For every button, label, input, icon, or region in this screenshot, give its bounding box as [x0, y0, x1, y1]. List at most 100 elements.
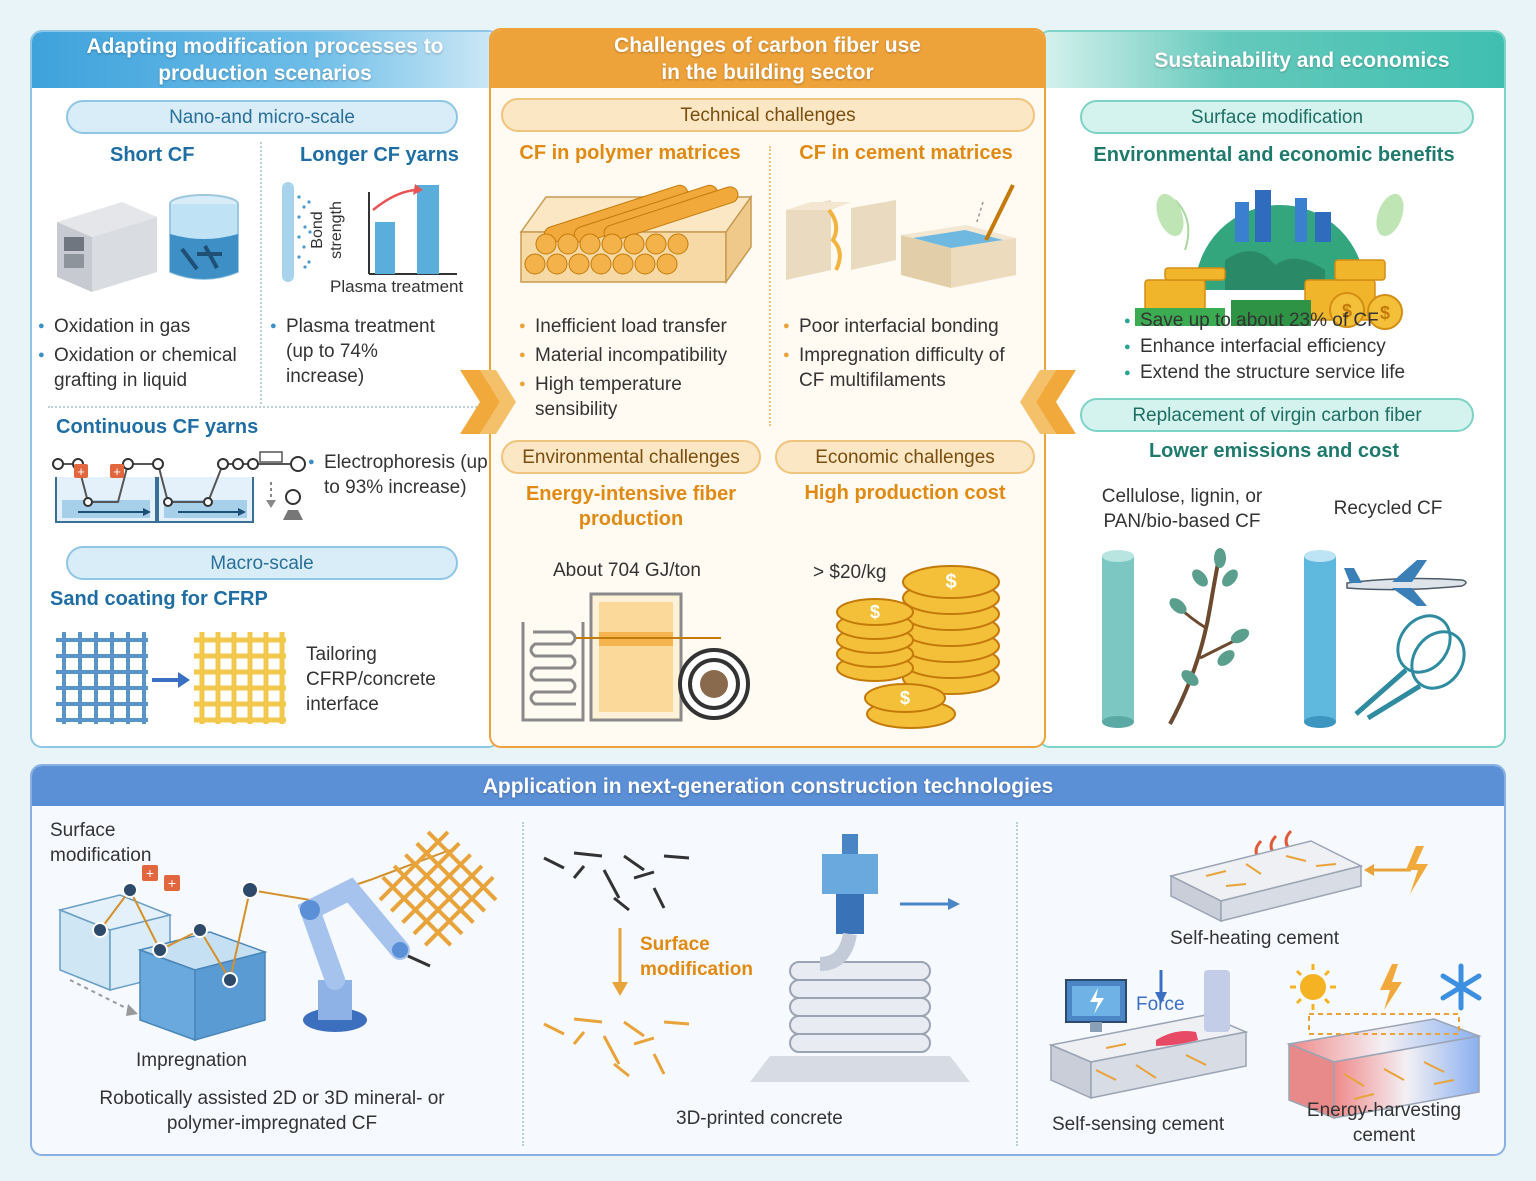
nano-micro-pill: Nano-and micro-scale — [66, 100, 458, 134]
replacement-virgin-cf-pill: Replacement of virgin carbon fiber — [1080, 398, 1474, 432]
furnace-illustration — [521, 592, 750, 722]
bullet-temperature: High temperature sensibility — [519, 372, 769, 422]
surface-modification-pill: Surface modification — [1080, 100, 1474, 134]
energy-harvesting-label: Energy-harvesting cement — [1306, 1100, 1462, 1146]
bond-strength-label: Bond strength — [309, 201, 345, 259]
high-cost-label: High production cost — [804, 482, 1006, 504]
environmental-economic-benefits: Environmental and economic benefits — [1093, 144, 1455, 166]
beaker-illustration — [169, 194, 239, 280]
self-heating-label: Self-heating cement — [1170, 928, 1339, 949]
arrow-right-icon — [152, 672, 190, 688]
short-cf-bullets: Oxidation in gas Oxidation or chemical g… — [38, 314, 258, 393]
bottom-title: Application in next-generation construct… — [482, 774, 1054, 798]
impregnation-label: Impregnation — [136, 1050, 247, 1071]
snowflake-icon — [1440, 963, 1482, 1011]
bullet-interfacial-efficiency: Enhance interfacial efficiency — [1124, 334, 1484, 360]
continuous-cf-yarns-label: Continuous CF yarns — [56, 416, 259, 438]
left-panel-header: Adapting modification processes to produ… — [32, 32, 498, 88]
continuous-cf-bullets: Electrophoresis (up to 93% increase) — [308, 450, 488, 500]
airplane-icon — [1344, 560, 1467, 606]
svg-text:$: $ — [870, 602, 880, 622]
cf-cement-label: CF in cement matrices — [799, 142, 1013, 164]
bullet-save-cf: Save up to about 23% of CF — [1124, 308, 1484, 334]
woven-cf-grid-icon — [378, 830, 498, 947]
svg-text:+: + — [146, 865, 154, 881]
racket-icon — [1354, 614, 1466, 721]
3d-printed-label: 3D-printed concrete — [676, 1108, 843, 1129]
middle-title-line1: Challenges of carbon fiber use — [614, 34, 921, 57]
middle-panel: Challenges of carbon fiber use in the bu… — [489, 28, 1046, 748]
right-panel-header: Sustainability and economics — [1040, 32, 1504, 88]
self-sensing-label: Self-sensing cement — [1052, 1114, 1225, 1135]
plain-mesh-icon — [56, 632, 148, 724]
left-divider-horizontal — [48, 406, 488, 408]
robotic-label: Robotically assisted 2D or 3D mineral- o… — [99, 1088, 445, 1134]
technical-challenges-pill: Technical challenges — [501, 98, 1035, 132]
bottom-divider-1 — [522, 822, 524, 1146]
3d-printer-illustration — [750, 834, 970, 1082]
bullet-plasma-treatment: Plasma treatment (up to 74% increase) — [270, 314, 460, 389]
bottom-divider-2 — [1016, 822, 1018, 1146]
cost-value: > $20/kg — [813, 562, 887, 583]
sand-coating-label: Sand coating for CFRP — [50, 588, 268, 610]
surface-modification-label-2: Surface modification — [640, 934, 753, 980]
chevron-right-icon — [460, 370, 516, 434]
bullet-electrophoresis: Electrophoresis (up to 93% increase) — [308, 450, 488, 500]
bullet-oxidation-gas: Oxidation in gas — [38, 314, 258, 339]
arrow-down-icon — [612, 928, 628, 996]
cement-bullets: Poor interfacial bonding Impregnation di… — [783, 314, 1033, 393]
oven-illustration — [57, 202, 157, 292]
fibers-before-illustration — [543, 851, 690, 912]
short-cf-label: Short CF — [110, 144, 195, 166]
self-sensing-block — [1048, 970, 1249, 1100]
bullet-incompatibility: Material incompatibility — [519, 343, 769, 368]
sand-coated-mesh-icon — [194, 632, 286, 724]
cf-polymer-label: CF in polymer matrices — [519, 142, 741, 164]
force-label: Force — [1136, 994, 1185, 1015]
bullet-impregnation: Impregnation difficulty of CF multifilam… — [783, 343, 1033, 393]
bottom-panel: Application in next-generation construct… — [30, 764, 1506, 1156]
svg-text:$: $ — [945, 571, 956, 593]
polymer-matrix-illustration — [519, 184, 753, 285]
surface-modification-label: Surface modification — [50, 820, 152, 866]
recycled-fiber-cylinder — [1304, 550, 1336, 728]
energy-intensive-label: Energy-intensive fiber production — [525, 483, 737, 530]
recycled-cf-label: Recycled CF — [1333, 498, 1443, 519]
plasma-chart — [282, 182, 457, 282]
energy-harvesting-block — [1286, 1013, 1482, 1120]
coins-stack-illustration: $ $ $ — [836, 565, 1000, 729]
bullet-load-transfer: Inefficient load transfer — [519, 314, 769, 339]
middle-title-line2: in the building sector — [661, 61, 874, 84]
plasma-treatment-axis-label: Plasma treatment — [330, 277, 464, 296]
bullet-oxidation-liquid: Oxidation or chemical grafting in liquid — [38, 343, 258, 393]
impregnation-robot-illustration: + + — [57, 849, 451, 1042]
lower-emissions-cost: Lower emissions and cost — [1148, 440, 1400, 462]
bio-fiber-cylinder — [1102, 550, 1134, 728]
longer-cf-yarns-label: Longer CF yarns — [300, 144, 459, 166]
economic-challenges-pill: Economic challenges — [775, 440, 1035, 474]
left-title: Adapting modification processes to produ… — [86, 35, 444, 85]
longer-cf-bullets: Plasma treatment (up to 74% increase) — [270, 314, 460, 389]
svg-text:$: $ — [900, 688, 910, 708]
electrophoresis-illustration: + + — [52, 451, 306, 523]
fibers-after-illustration — [543, 1017, 690, 1078]
right-panel: Sustainability and economics Surface mod… — [1038, 30, 1506, 748]
cellulose-label: Cellulose, lignin, or PAN/bio-based CF — [1101, 486, 1263, 532]
polymer-bullets: Inefficient load transfer Material incom… — [519, 314, 769, 422]
middle-divider — [769, 146, 771, 426]
surface-benefit-bullets: Save up to about 23% of CF Enhance inter… — [1124, 308, 1484, 386]
tailoring-label: Tailoring CFRP/concrete interface — [306, 644, 436, 715]
bullet-interfacial-bonding: Poor interfacial bonding — [783, 314, 1033, 339]
branch-icon — [1168, 548, 1250, 725]
cement-matrix-illustration — [786, 184, 1016, 288]
svg-text:+: + — [77, 464, 85, 479]
svg-text:+: + — [113, 464, 121, 479]
bottom-panel-header: Application in next-generation construct… — [32, 766, 1504, 806]
svg-text:+: + — [168, 875, 176, 891]
bullet-service-life: Extend the structure service life — [1124, 360, 1484, 386]
sun-icon — [1290, 964, 1336, 1010]
middle-panel-header: Challenges of carbon fiber use in the bu… — [491, 30, 1044, 88]
environmental-challenges-pill: Environmental challenges — [501, 440, 761, 474]
lightning-icon — [1380, 964, 1402, 1010]
macro-scale-pill: Macro-scale — [66, 546, 458, 580]
